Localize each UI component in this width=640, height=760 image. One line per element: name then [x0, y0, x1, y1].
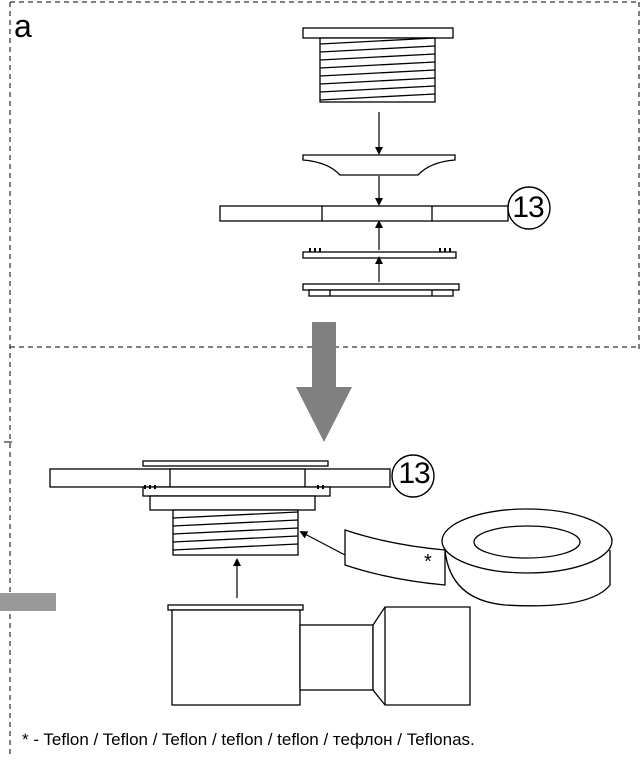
- gray-marker-block: [0, 593, 56, 611]
- callout-circle-top: [507, 186, 551, 230]
- floor-plate-top: [219, 205, 509, 222]
- drain-trap: [167, 604, 471, 706]
- top-threaded-grate: [302, 27, 454, 103]
- transition-arrow: [296, 322, 352, 442]
- callout-number-top: 13: [512, 191, 544, 224]
- panel-frame: [9, 1, 640, 758]
- callout-circle-bottom: [391, 454, 435, 498]
- tapered-flange: [302, 154, 456, 176]
- tape-marker: *: [424, 551, 432, 573]
- base-flange: [302, 283, 460, 297]
- arrow-tape: [299, 531, 346, 556]
- assembled-plate: [49, 460, 391, 511]
- teflon-tape-roll: [344, 508, 613, 607]
- panel-label-a: a: [14, 8, 32, 44]
- callout-number-bottom: 13: [398, 457, 430, 490]
- material-footnote: * - Teflon / Teflon / Teflon / teflon / …: [22, 730, 475, 749]
- assembled-thread: [172, 509, 299, 556]
